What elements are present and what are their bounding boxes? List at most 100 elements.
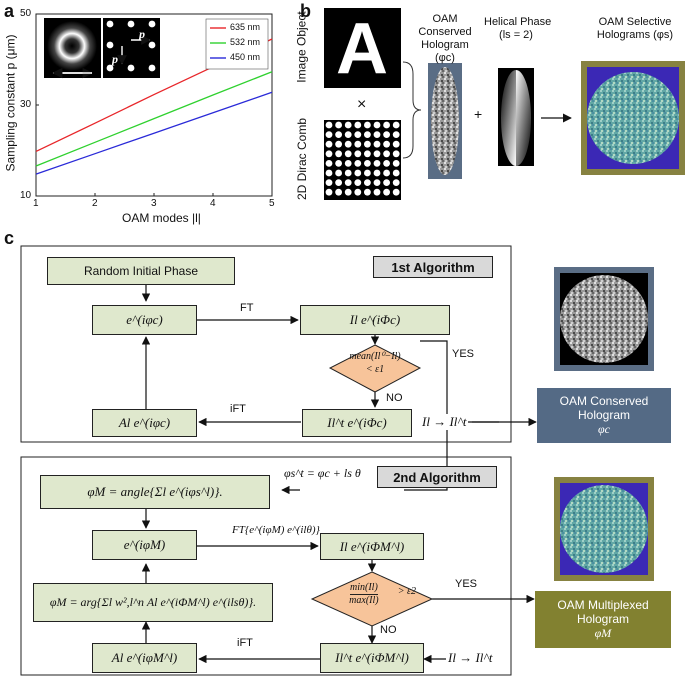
box-e-phi-m: e^(iφM) [92, 530, 197, 560]
legend-label-635: 635 nm [230, 22, 261, 32]
comb-dot [383, 188, 390, 196]
comb-dot [335, 121, 342, 129]
y-tick-label: 50 [20, 8, 32, 19]
legend-label-450: 450 nm [230, 52, 261, 62]
comb-dot [364, 160, 371, 167]
series-line-532nm [35, 71, 273, 167]
yes1-label: YES [452, 348, 475, 360]
comb-dot [392, 179, 400, 187]
box-ilt-phi-c: Il^t e^(iΦc) [302, 409, 412, 437]
panel-c-flowchart [20, 245, 654, 676]
inset-dot [106, 20, 114, 28]
helical-phase-label: Helical Phase(ls = 2) [484, 16, 552, 41]
comb-dot [335, 169, 342, 177]
y-axis-label: Sampling constant p (μm) [3, 34, 18, 172]
comb-dot [383, 160, 390, 167]
comb-dot [354, 131, 362, 139]
comb-dot [392, 188, 400, 196]
multiplexed-thumb [560, 485, 648, 573]
inset-p1-label: p [112, 52, 118, 66]
dirac-comb-picture [324, 120, 401, 200]
legend-label-532: 532 nm [230, 37, 261, 47]
comb-dot [335, 131, 342, 139]
comb-dot [354, 179, 362, 187]
no1-label: NO [386, 392, 403, 404]
x-tick-label: 5 [269, 198, 275, 209]
algorithm-1-frame [20, 245, 512, 443]
comb-dot [335, 179, 342, 187]
conserved-thumb [560, 275, 648, 363]
comb-dot [383, 121, 390, 129]
panel-a-chart [35, 13, 273, 197]
comb-dot [364, 150, 371, 158]
image-object-label: Image Object [294, 11, 309, 83]
comb-dot [325, 188, 333, 196]
comb-dot [325, 121, 333, 129]
decision-1-diamond [328, 344, 422, 393]
panel-label-c: c [4, 228, 15, 248]
yes2-label: YES [455, 578, 478, 590]
comb-dot [383, 150, 390, 158]
random-initial-phase-box: Random Initial Phase [47, 257, 235, 285]
comb-dot [383, 131, 390, 139]
comb-dot [325, 140, 333, 148]
inset-dot [127, 20, 135, 28]
comb-dot [325, 169, 333, 177]
ft2-label: FT{e^(iφM) e^(ilθ)} [232, 524, 320, 536]
box-il-phi-m: Il e^(iΦM^l) [320, 533, 424, 560]
dirac-comb-dots [325, 121, 400, 196]
ift1-label: iFT [230, 403, 246, 415]
y-tick-label: 30 [20, 99, 32, 110]
comb-dot [344, 179, 352, 187]
comb-dot [373, 150, 381, 158]
comb-dot [344, 169, 352, 177]
box-il-phi-c: Il e^(iΦc) [300, 305, 450, 335]
oam-selective-hologram [587, 72, 679, 164]
comb-dot [392, 121, 400, 129]
x-tick-label: 3 [151, 198, 157, 209]
x-tick-label: 4 [210, 198, 216, 209]
algorithm-2-title: 2nd Algorithm [377, 466, 497, 488]
box-phi-m-angle: φM = angle{Σl e^(iφs^l)}. [40, 475, 270, 509]
series-line-450nm [35, 91, 273, 175]
decision-1-text: mean(Il⁰−Il)< ε1 [349, 351, 401, 375]
comb-dot [373, 179, 381, 187]
comb-dot [373, 140, 381, 148]
panel-label-a: a [4, 1, 15, 21]
ft1-label: FT [240, 302, 254, 314]
comb-dot [344, 140, 352, 148]
box-al-phi-m: Al e^(iφM^l) [92, 643, 197, 673]
comb-dot [392, 131, 400, 139]
vortex-ring [47, 21, 97, 71]
inset-dot [127, 64, 135, 72]
inset-p-label: p [139, 27, 145, 41]
comb-dot [383, 179, 390, 187]
plus-sign: + [474, 106, 483, 122]
comb-dot [383, 140, 390, 148]
inset-dots [106, 20, 156, 72]
image-object-picture [324, 8, 401, 88]
comb-dot [392, 150, 400, 158]
replace2-label: Il → Il^t [446, 650, 495, 666]
algorithm-2-frame [20, 456, 512, 676]
comb-dot [364, 121, 371, 129]
comb-dot [364, 140, 371, 148]
comb-dot [344, 150, 352, 158]
x-tick-label: 1 [33, 198, 39, 209]
comb-dot [325, 150, 333, 158]
x-tick-label: 2 [92, 198, 98, 209]
comb-dot [335, 160, 342, 167]
decision-2-diamond [310, 571, 434, 627]
comb-dot [364, 179, 371, 187]
comb-dot [335, 188, 342, 196]
comb-dot [344, 188, 352, 196]
comb-dot [364, 169, 371, 177]
comb-dot [354, 121, 362, 129]
inset-dot [106, 64, 114, 72]
dirac-comb-label: 2D Dirac Comb [295, 117, 310, 201]
